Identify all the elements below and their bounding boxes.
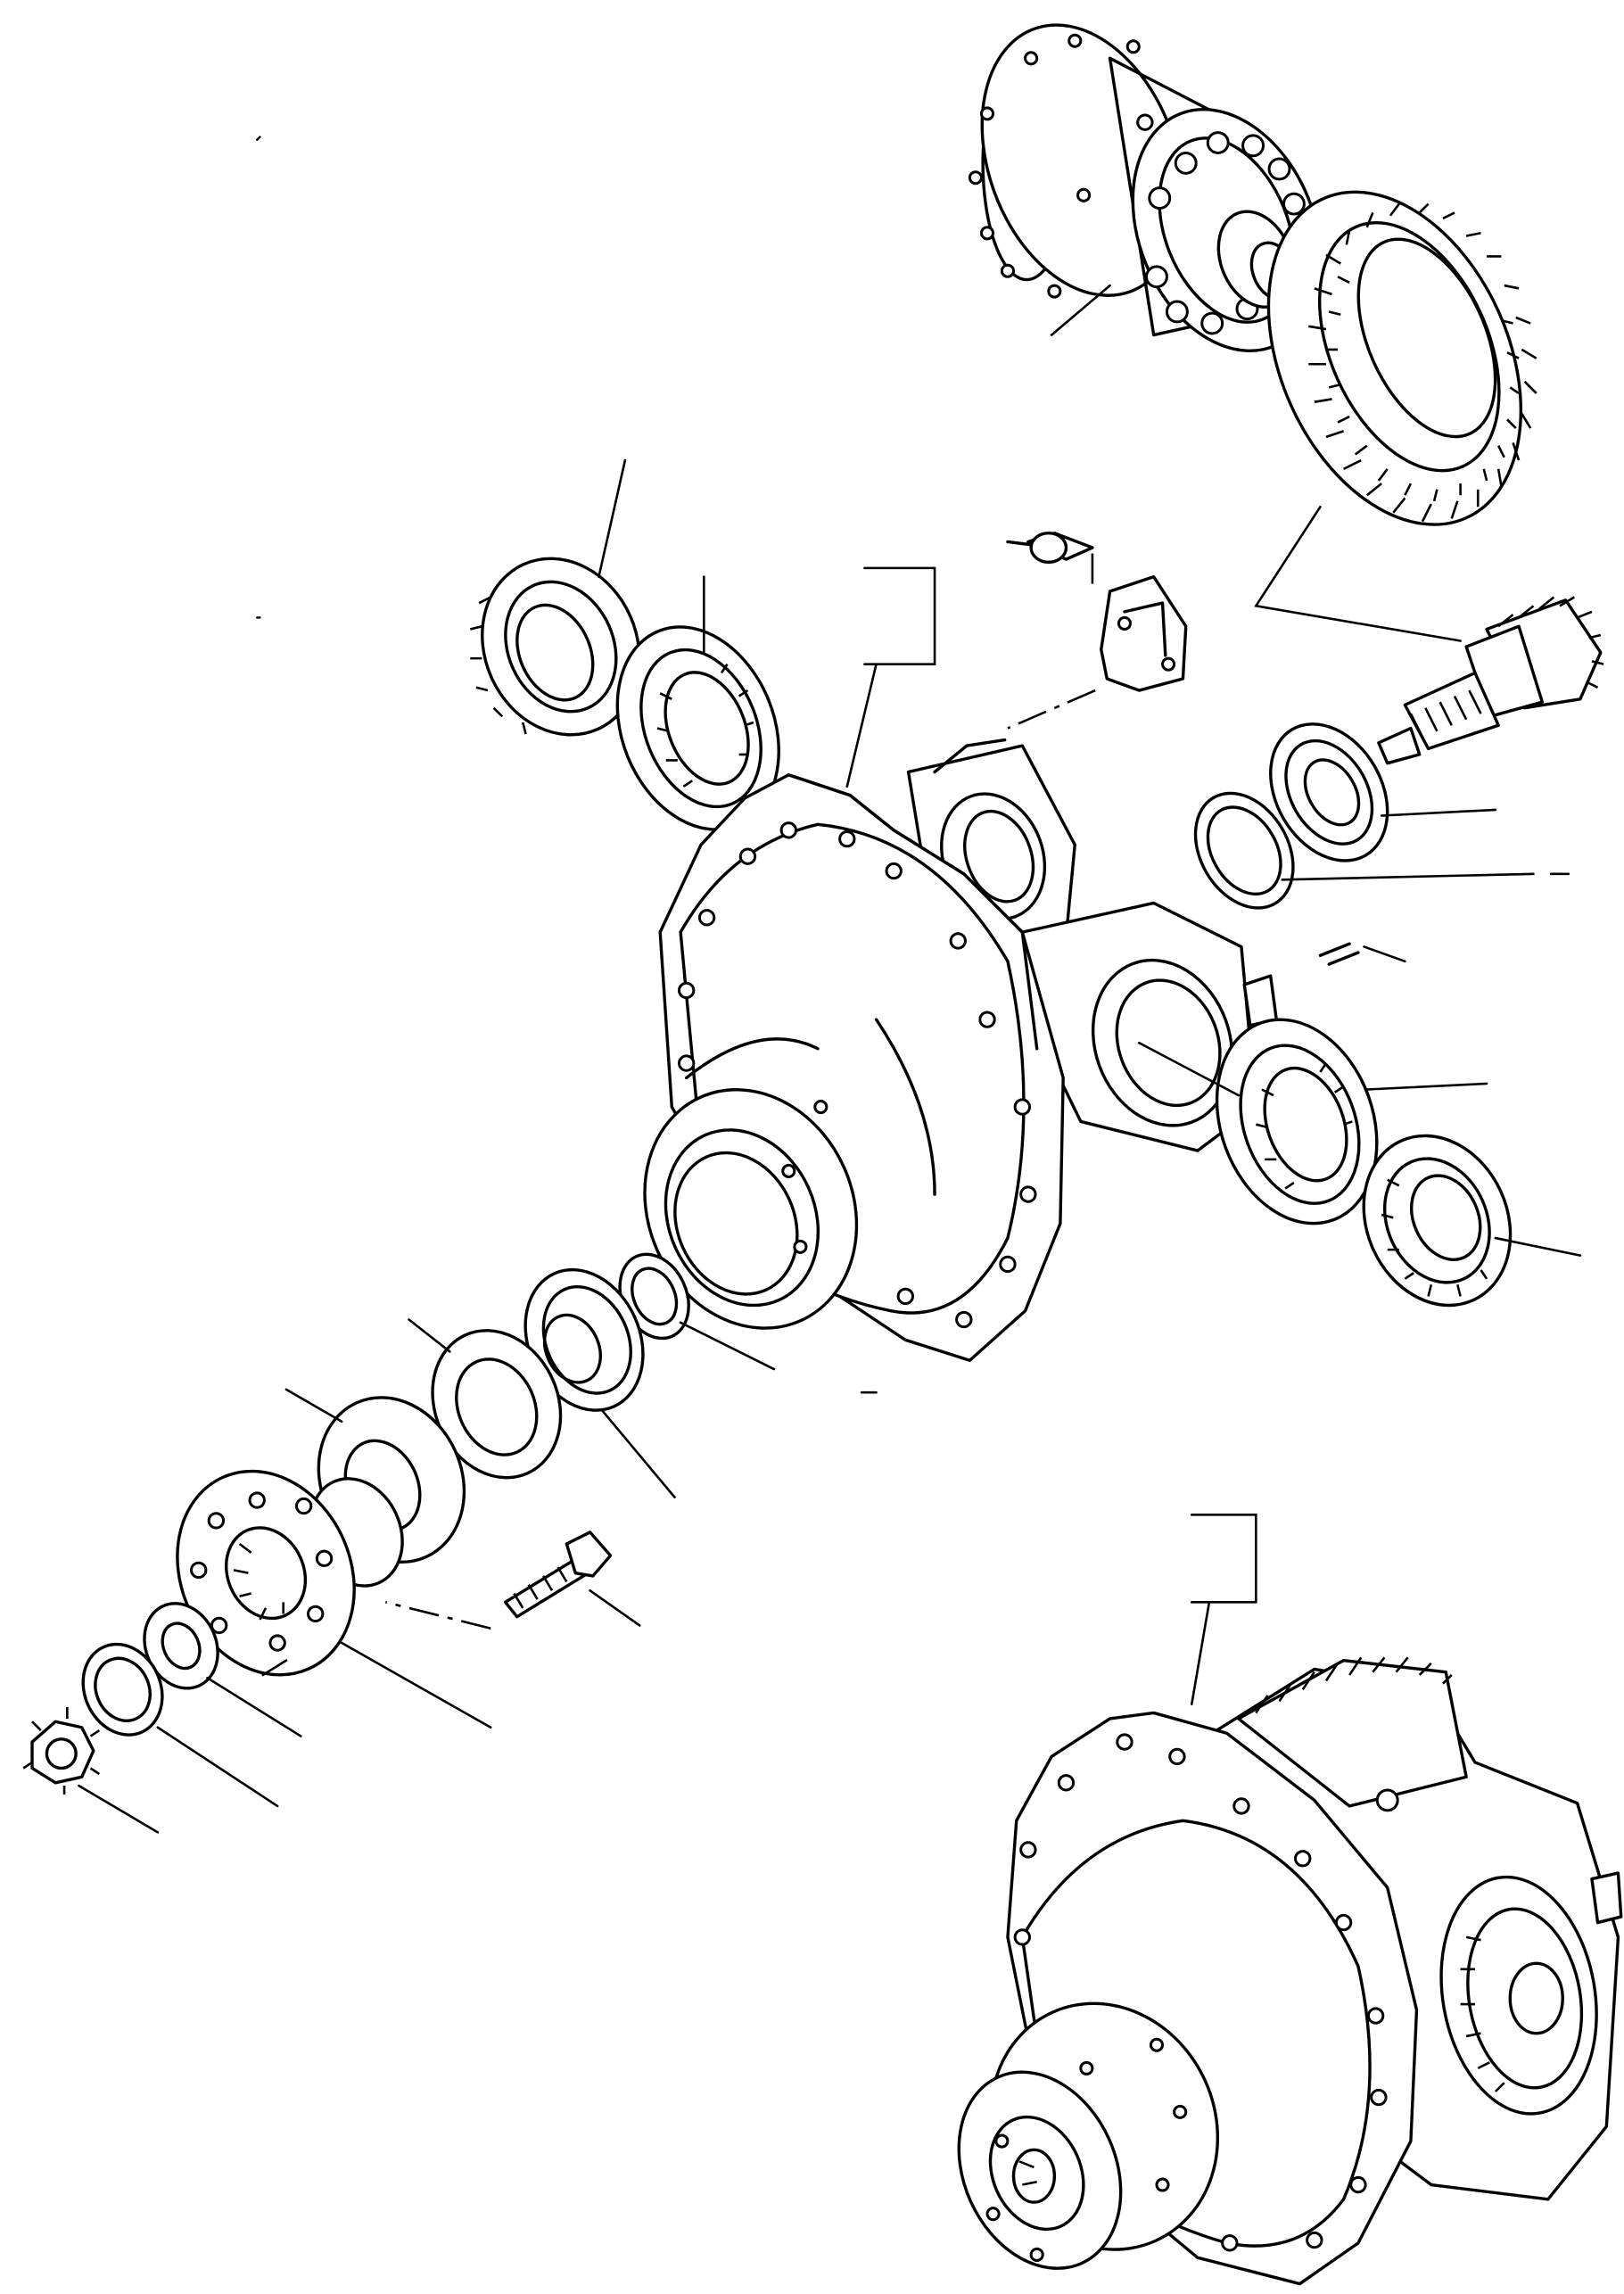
callout-box bbox=[1191, 1514, 1256, 1602]
front-roller-bearing bbox=[504, 1251, 675, 1498]
leader-line bbox=[1051, 285, 1110, 335]
ring-gear-teeth bbox=[1308, 204, 1536, 522]
lock-washer bbox=[69, 1631, 277, 1806]
front-seal bbox=[409, 1310, 584, 1498]
leader-line bbox=[1256, 507, 1460, 640]
assembled-differential bbox=[929, 1514, 1621, 2294]
leader-line bbox=[1381, 810, 1496, 816]
leader-line bbox=[1367, 1084, 1487, 1090]
carrier-housing bbox=[607, 568, 1256, 1362]
cage-flange-holes bbox=[969, 35, 1152, 297]
pinion-shaft bbox=[1379, 598, 1603, 763]
castle-nut bbox=[23, 1707, 158, 1832]
unit-flange-holes bbox=[987, 1735, 1386, 2261]
leader-line bbox=[598, 460, 624, 577]
leader-line bbox=[1191, 1602, 1209, 1704]
leader-line bbox=[847, 664, 877, 787]
cage-rollers bbox=[1147, 133, 1305, 334]
right-roller-bearing bbox=[1190, 997, 1487, 1246]
callout-box bbox=[864, 568, 935, 664]
front-small-ring bbox=[607, 1243, 774, 1369]
flange-bolt bbox=[385, 1532, 639, 1629]
leader-line bbox=[1282, 874, 1534, 880]
leader-line bbox=[1496, 1238, 1580, 1256]
right-cup-bearing bbox=[1338, 1112, 1580, 1329]
housing-flange-holes bbox=[679, 823, 1035, 1327]
ring-gear bbox=[1219, 153, 1570, 641]
right-shim-ring bbox=[1175, 776, 1568, 926]
grease-fitting bbox=[1244, 944, 1405, 1025]
companion-flange-yoke bbox=[145, 1443, 490, 1728]
left-cup-bearing bbox=[455, 460, 667, 760]
lock-bracket bbox=[1008, 533, 1186, 729]
pinion-bearing bbox=[1247, 703, 1496, 881]
flat-washer bbox=[131, 1592, 301, 1737]
